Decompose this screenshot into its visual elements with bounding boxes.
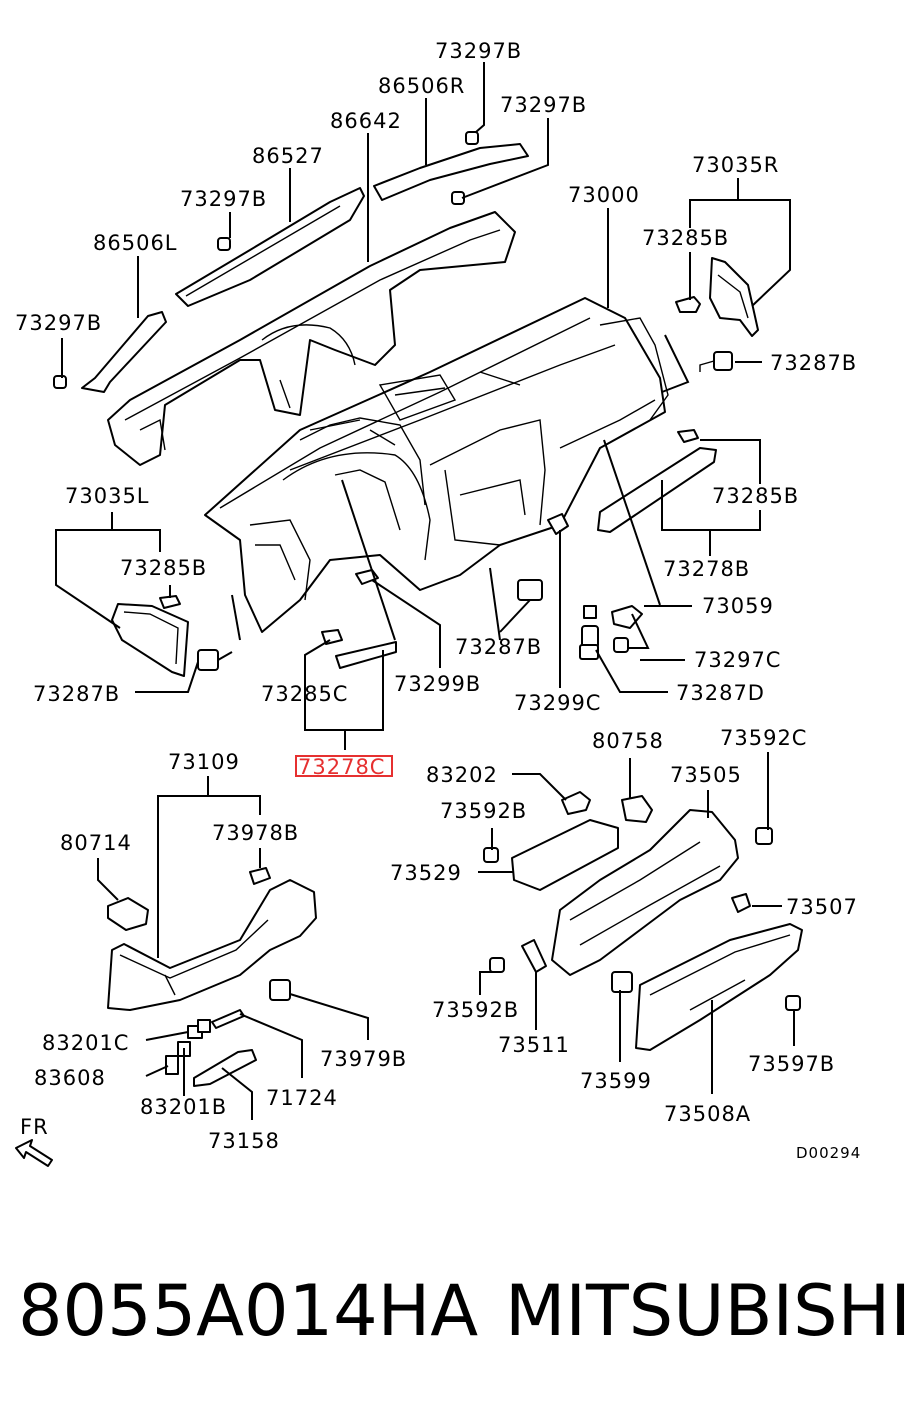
- duct-86506l: [81, 311, 167, 393]
- bolt-73592b-upper: [483, 847, 499, 863]
- duct-86642: [107, 211, 516, 466]
- lower-right-leader-lines: [478, 752, 795, 1094]
- label-73297b-4: 73297B: [15, 311, 102, 335]
- clips-73297b: [53, 131, 479, 389]
- label-73287d: 73287D: [676, 681, 765, 705]
- clip-73285b-upper: [675, 296, 701, 313]
- bolt-73287b-right: [699, 351, 733, 372]
- label-73508a: 73508A: [664, 1102, 751, 1126]
- part-labels: 73297B 86506R 73297B 86642 86527 73297B …: [15, 39, 861, 1162]
- label-73285b-1: 73285B: [642, 226, 729, 250]
- glove-box-73508a: [635, 923, 803, 1051]
- label-73592c: 73592C: [720, 726, 807, 750]
- label-80758: 80758: [592, 729, 664, 753]
- connector-83202: [561, 791, 591, 815]
- connector-80714: [107, 897, 149, 931]
- part-number: 8055A014HA: [18, 1270, 479, 1352]
- glove-box-housing-73505: [551, 809, 739, 976]
- clip-73299c: [547, 513, 569, 535]
- label-fr: FR: [20, 1115, 49, 1139]
- bracket-73158: [193, 1049, 257, 1087]
- trim-71724: [211, 1009, 245, 1029]
- bolt-73599: [611, 971, 633, 993]
- label-73297b-3: 73297B: [180, 187, 267, 211]
- label-80714: 80714: [60, 831, 132, 855]
- clip-73285c: [321, 629, 343, 645]
- label-73299c: 73299C: [514, 691, 601, 715]
- switch-80758: [621, 795, 653, 823]
- bracket-73059: [579, 605, 643, 660]
- label-73505: 73505: [670, 763, 742, 787]
- duct-86527: [175, 187, 365, 307]
- clip-73597b: [785, 995, 801, 1011]
- label-73529: 73529: [390, 861, 462, 885]
- label-73285c: 73285C: [261, 682, 348, 706]
- small-parts-83201c-83608-83201b: [165, 1019, 211, 1075]
- front-arrow-icon: [15, 1139, 53, 1167]
- instrument-panel-73000: [204, 297, 669, 633]
- lower-left-leader-lines: [97, 776, 369, 1120]
- clip-73978b: [249, 867, 271, 885]
- label-86642: 86642: [330, 109, 402, 133]
- upper-leader-lines: [55, 62, 791, 750]
- label-86506r: 86506R: [378, 74, 465, 98]
- label-73287b-3: 73287B: [33, 682, 120, 706]
- label-83608: 83608: [34, 1066, 106, 1090]
- side-bracket-73035r: [709, 257, 759, 337]
- trim-strip-73278c: [335, 641, 397, 669]
- label-73287b-2: 73287B: [455, 635, 542, 659]
- bolt-73287b-center: [517, 579, 543, 601]
- label-73158: 73158: [208, 1129, 280, 1153]
- label-73285b-2: 73285B: [120, 556, 207, 580]
- label-73299b: 73299B: [394, 672, 481, 696]
- label-73278c: 73278C: [298, 755, 385, 779]
- brand-name: MITSUBISHI: [505, 1270, 909, 1352]
- label-73000: 73000: [568, 183, 640, 207]
- bolt-73592b-lower: [489, 957, 505, 973]
- label-diagram-code: D00294: [796, 1144, 861, 1162]
- clip-73507: [731, 893, 751, 913]
- label-73599: 73599: [580, 1069, 652, 1093]
- highlight-box-73278c: [295, 755, 393, 777]
- label-73297c: 73297C: [694, 648, 781, 672]
- bolt-73592c: [755, 827, 773, 845]
- label-83201c: 83201C: [42, 1031, 129, 1055]
- footer: 8055A014HA MITSUBISHI: [0, 1270, 909, 1370]
- duct-86506r: [373, 143, 529, 201]
- latch-73511: [521, 939, 547, 973]
- bolt-73287b-left: [197, 649, 219, 671]
- box-73529: [511, 819, 619, 891]
- lower-cover-73109: [107, 879, 317, 1011]
- trim-strip-73278b: [597, 429, 717, 533]
- label-73059: 73059: [702, 594, 774, 618]
- label-73511: 73511: [498, 1033, 570, 1057]
- label-73278b: 73278B: [663, 557, 750, 581]
- label-73297b-2: 73297B: [500, 93, 587, 117]
- label-83202: 83202: [426, 763, 498, 787]
- label-73592b-2: 73592B: [432, 998, 519, 1022]
- side-cover-73035l: [111, 603, 189, 677]
- label-71724: 71724: [266, 1086, 338, 1110]
- label-86506l: 86506L: [93, 231, 178, 255]
- bolt-73979b: [269, 979, 291, 1001]
- label-73507: 73507: [786, 895, 858, 919]
- label-73979b: 73979B: [320, 1047, 407, 1071]
- label-86527: 86527: [252, 144, 324, 168]
- label-73035r: 73035R: [692, 153, 779, 177]
- label-83201b: 83201B: [140, 1095, 227, 1119]
- label-73109: 73109: [168, 750, 240, 774]
- label-73978b: 73978B: [212, 821, 299, 845]
- label-73285b-3: 73285B: [712, 484, 799, 508]
- label-73035l: 73035L: [65, 484, 150, 508]
- label-73592b-1: 73592B: [440, 799, 527, 823]
- label-73297b-top: 73297B: [435, 39, 522, 63]
- label-73597b: 73597B: [748, 1052, 835, 1076]
- label-73287b-1: 73287B: [770, 351, 857, 375]
